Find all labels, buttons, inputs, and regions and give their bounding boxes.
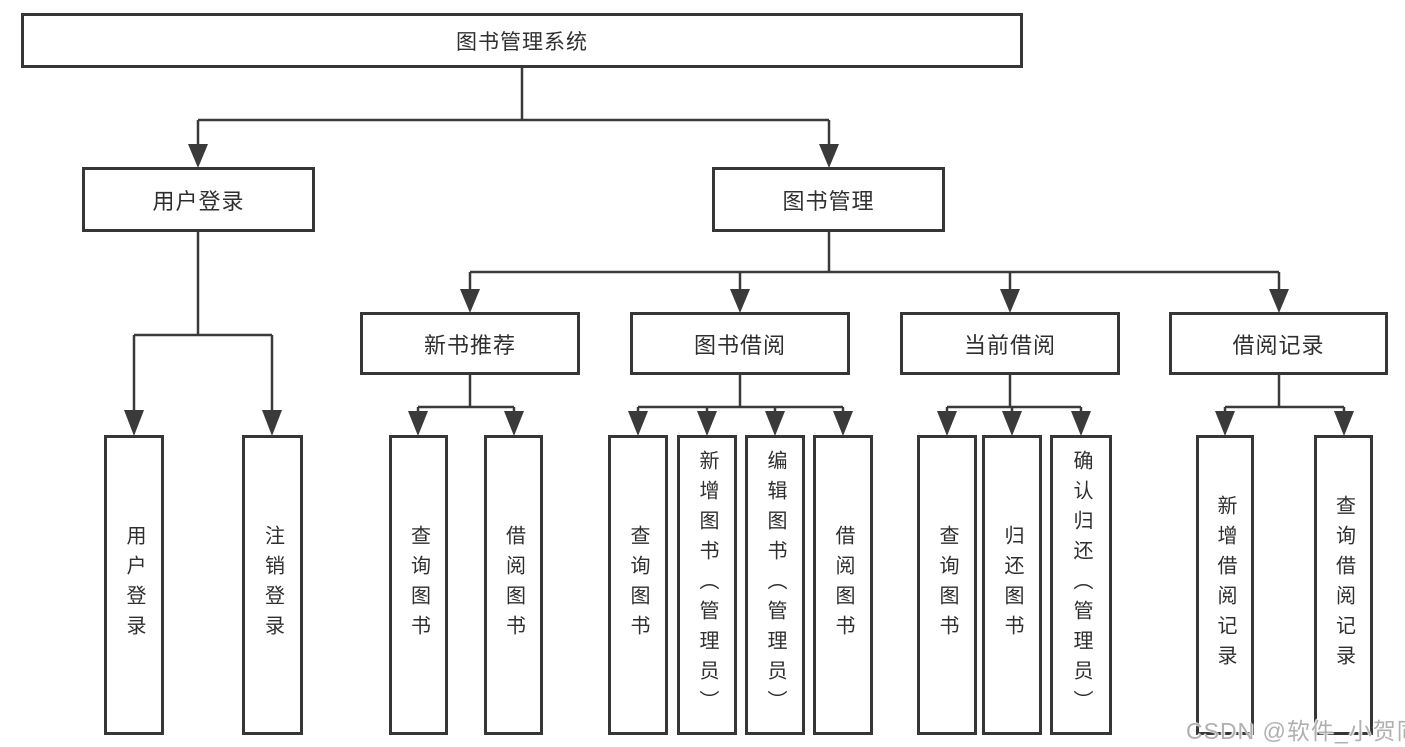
leaf-logout: 注销登录 <box>242 435 303 735</box>
node-label: 查询借阅记录 <box>1332 495 1355 675</box>
node-label: 借阅图书 <box>502 525 525 645</box>
leaf-recommend-borrow-books: 借阅图书 <box>484 435 543 735</box>
leaf-borrow-books: 借阅图书 <box>813 435 873 735</box>
node-label: 图书管理 <box>782 188 875 214</box>
node-label: 注销登录 <box>261 525 284 645</box>
leaf-confirm-return-admin: 确认归还（管理员） <box>1050 435 1112 735</box>
leaf-add-books-admin: 新增图书（管理员） <box>677 435 737 735</box>
node-new-book-recommendation: 新书推荐 <box>360 312 580 375</box>
leaf-borrow-query-books: 查询图书 <box>608 435 668 735</box>
node-label: 新增图书（管理员） <box>696 450 718 720</box>
node-label: 编辑图书（管理员） <box>764 450 786 720</box>
node-user-login: 用户登录 <box>82 167 315 232</box>
node-borrowing-records: 借阅记录 <box>1169 312 1388 375</box>
node-label: 归还图书 <box>1001 525 1023 645</box>
node-library-management-system: 图书管理系统 <box>21 13 1023 68</box>
node-label: 当前借阅 <box>963 332 1056 358</box>
node-label: 用户登录 <box>152 188 245 214</box>
node-label: 用户登录 <box>123 525 145 645</box>
leaf-current-query-books: 查询图书 <box>917 435 977 735</box>
node-label: 查询图书 <box>936 525 958 645</box>
node-label: 借阅记录 <box>1232 332 1325 358</box>
node-current-borrowing: 当前借阅 <box>900 312 1120 375</box>
leaf-add-borrow-record: 新增借阅记录 <box>1196 435 1254 735</box>
node-label: 借阅图书 <box>832 525 854 645</box>
node-label: 图书借阅 <box>693 332 786 358</box>
node-book-borrowing: 图书借阅 <box>630 312 850 375</box>
leaf-return-books: 归还图书 <box>982 435 1042 735</box>
node-label: 查询图书 <box>407 525 430 645</box>
leaf-user-login: 用户登录 <box>104 435 164 735</box>
node-label: 新书推荐 <box>423 332 516 358</box>
node-label: 确认归还（管理员） <box>1070 450 1092 720</box>
node-book-management: 图书管理 <box>712 167 945 232</box>
leaf-recommend-query-books: 查询图书 <box>389 435 448 735</box>
node-label: 查询图书 <box>627 525 649 645</box>
csdn-watermark: CSDN @软件_小贺同学 <box>1186 718 1405 744</box>
leaf-edit-books-admin: 编辑图书（管理员） <box>745 435 805 735</box>
node-label: 新增借阅记录 <box>1214 495 1236 675</box>
leaf-query-borrow-record: 查询借阅记录 <box>1314 435 1373 735</box>
node-label: 图书管理系统 <box>456 30 588 54</box>
arrowheads <box>124 144 1354 436</box>
